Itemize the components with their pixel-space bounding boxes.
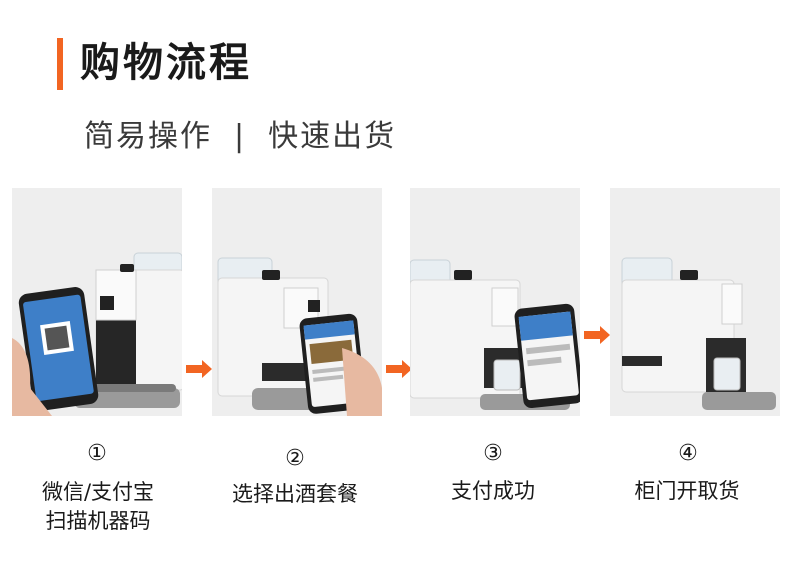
arrow-right-icon (386, 360, 412, 378)
step-1-label: 微信/支付宝 扫描机器码 (30, 478, 166, 536)
subtitle-right: 快速出货 (268, 119, 397, 154)
step-3-label: 支付成功 (451, 479, 535, 503)
subtitle-left: 简易操作 (84, 119, 212, 154)
step-4-label: 柜门开取货 (634, 479, 740, 503)
step-4-number: ④ (678, 441, 698, 466)
step-3-image (410, 188, 580, 416)
subtitle-separator: | (234, 119, 247, 154)
step-4-image (610, 188, 780, 416)
arrow-right-icon (584, 326, 610, 344)
step-3-number: ③ (483, 441, 503, 466)
step-2-image (212, 188, 382, 416)
step-2-number: ② (285, 446, 305, 471)
step-1-label-line1: 微信/支付宝 (41, 480, 155, 504)
page-subtitle: 简易操作 | 快速出货 (84, 116, 396, 158)
step-1-number: ① (87, 441, 107, 466)
step-1-image (12, 188, 182, 416)
title-accent-bar (57, 38, 63, 90)
step-2-label: 选择出酒套餐 (232, 482, 358, 506)
page-title: 购物流程 (80, 40, 252, 86)
arrow-right-icon (186, 360, 212, 378)
step-1-label-line2: 扫描机器码 (45, 509, 151, 533)
